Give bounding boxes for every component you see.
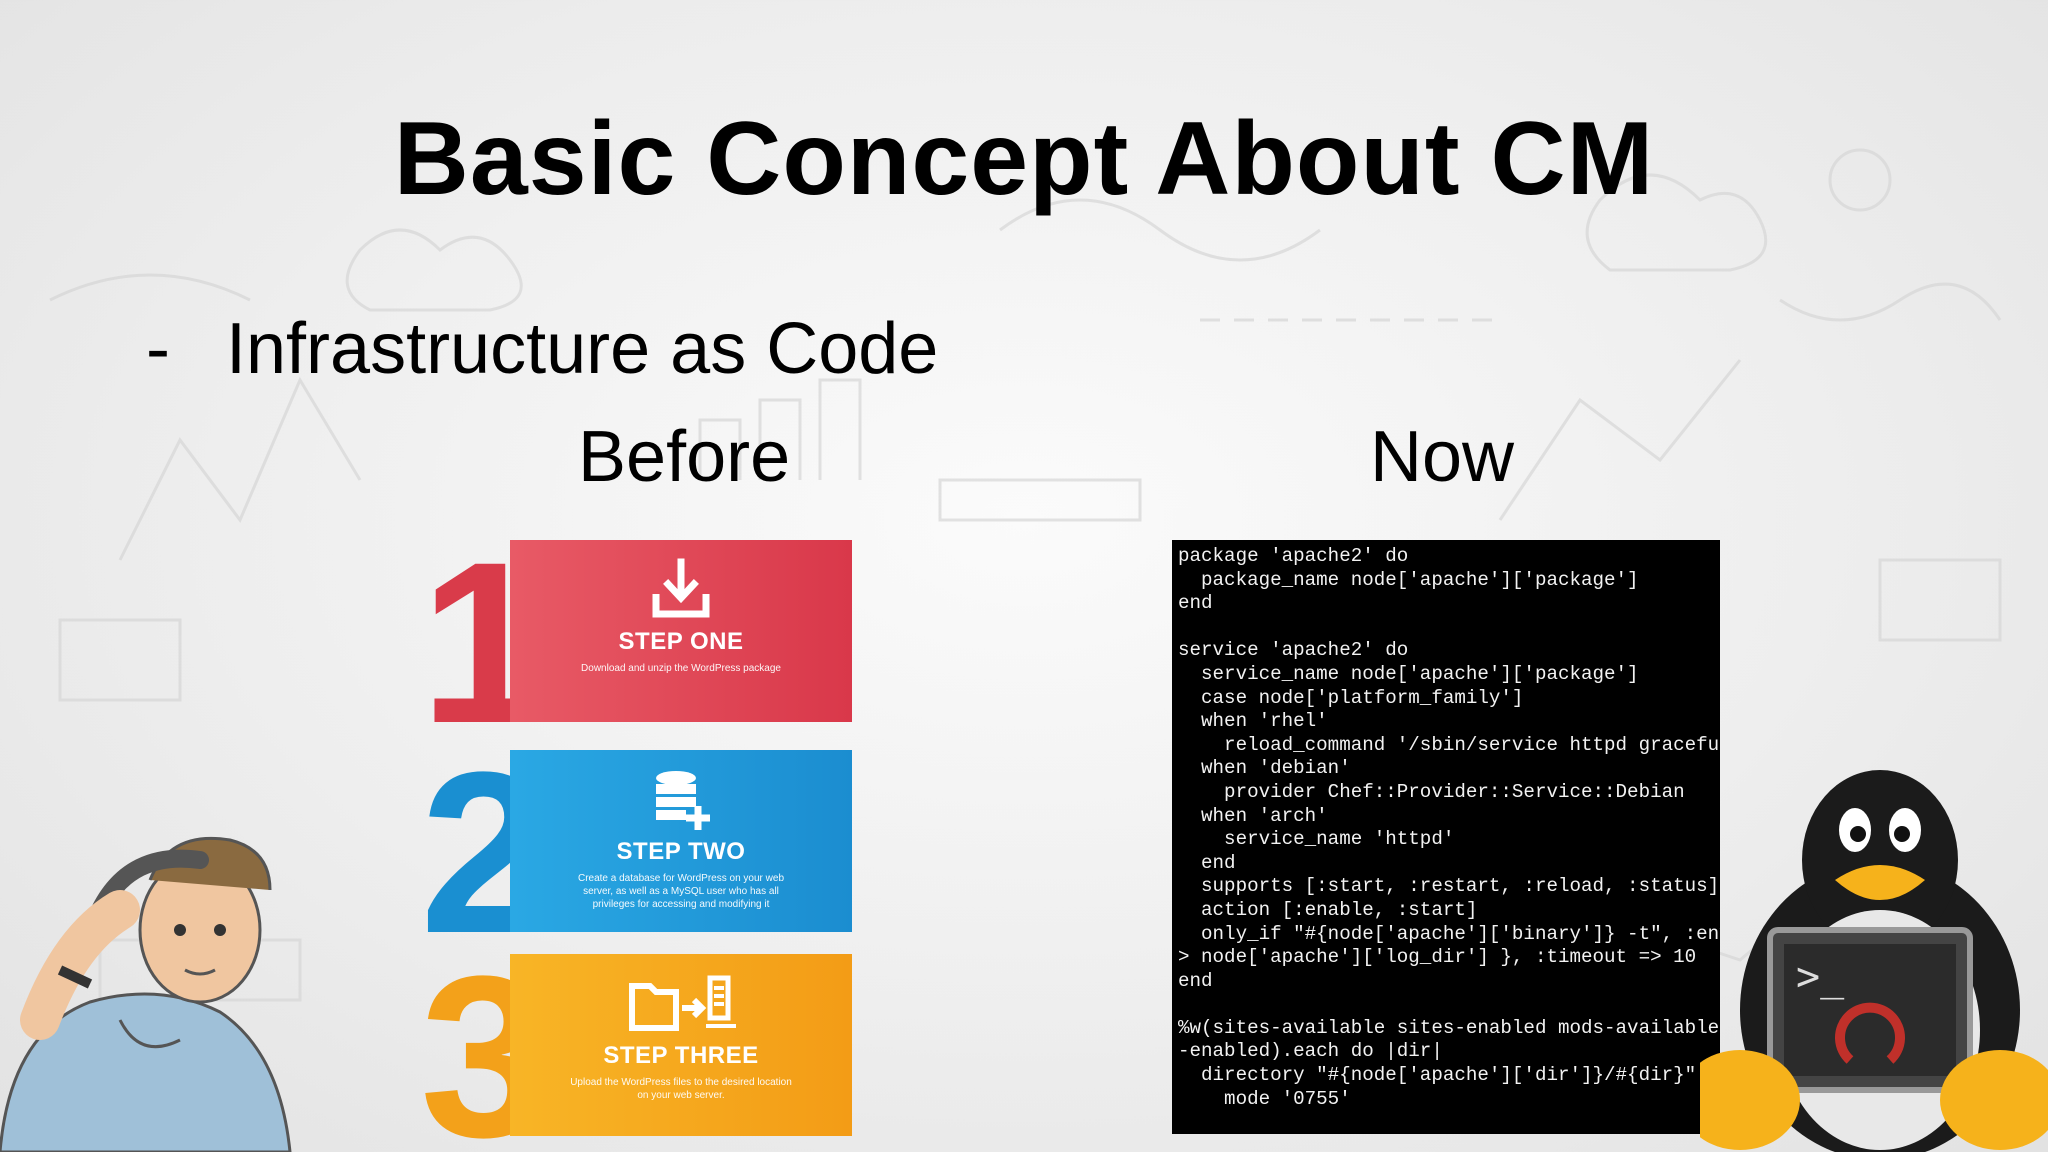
- step-card: 2 STEP TWO Create a database for WordPre…: [420, 738, 852, 968]
- bullet-item: - Infrastructure as Code: [146, 308, 938, 390]
- code-terminal: package 'apache2' do package_name node['…: [1172, 540, 1720, 1134]
- steps-graphic: 1 STEP ONE Download and unzip the WordPr…: [420, 528, 852, 1152]
- step-panel: STEP THREE Upload the WordPress files to…: [510, 954, 852, 1136]
- terminal-code: package 'apache2' do package_name node['…: [1178, 545, 1720, 1110]
- folder-upload-icon: [629, 975, 736, 1031]
- download-icon: [652, 558, 710, 618]
- step-card: 1 STEP ONE Download and unzip the WordPr…: [420, 528, 852, 758]
- tux-penguin-illustration: >_: [1700, 770, 2048, 1152]
- step-description: Create a database for WordPress on your …: [577, 873, 785, 910]
- stressed-person-illustration: [0, 836, 292, 1152]
- step-title: STEP THREE: [603, 1042, 759, 1069]
- database-add-icon: [656, 771, 710, 830]
- step-title: STEP ONE: [618, 628, 744, 655]
- step-description: Download and unzip the WordPress package: [581, 663, 781, 674]
- step-card: 3 STEP THREE Upload the WordPress files …: [420, 942, 852, 1152]
- slide-title: Basic Concept About CM: [393, 101, 1655, 217]
- before-label: Before: [578, 417, 791, 497]
- step-title: STEP TWO: [616, 838, 746, 865]
- step-panel: STEP TWO Create a database for WordPress…: [510, 750, 852, 932]
- svg-text:>_: >_: [1796, 954, 1845, 1000]
- bullet-text: Infrastructure as Code: [226, 309, 939, 389]
- step-panel: STEP ONE Download and unzip the WordPres…: [510, 540, 852, 722]
- now-label: Now: [1370, 417, 1515, 497]
- step-description: Upload the WordPress files to the desire…: [570, 1077, 792, 1101]
- bullet-marker: -: [146, 309, 170, 389]
